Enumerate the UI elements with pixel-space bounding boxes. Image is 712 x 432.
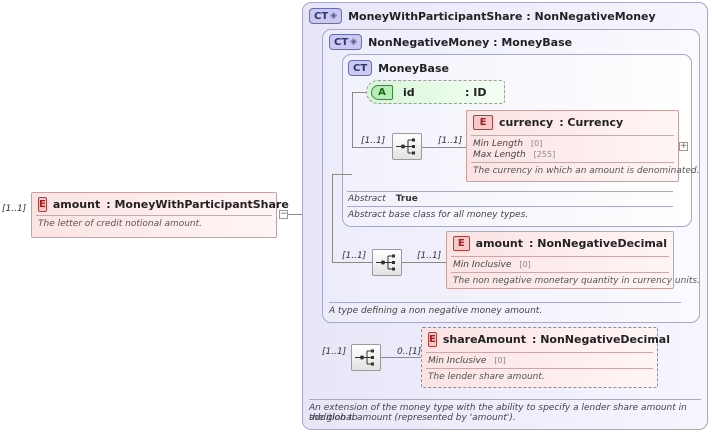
- connector: [352, 92, 353, 147]
- connector: [381, 357, 421, 358]
- element-badge-icon: E: [38, 197, 47, 212]
- attribute-badge-icon: A: [371, 84, 393, 100]
- sequence-multiplicity: [1..1]: [361, 136, 386, 146]
- element-amount-non-negative[interactable]: E amount : NonNegativeDecimal Min Inclus…: [446, 231, 700, 289]
- element-type: : NonNegativeDecimal: [531, 333, 670, 346]
- element-multiplicity: [1..1]: [417, 251, 442, 261]
- divider: [329, 302, 681, 303]
- abstract-label: Abstract: [348, 194, 386, 204]
- complex-type-description-line1: An extension of the money type with the …: [309, 403, 687, 423]
- element-share-amount[interactable]: E shareAmount : NonNegativeDecimal Min I…: [421, 327, 670, 388]
- divider: [426, 352, 653, 353]
- element-currency[interactable]: E currency : Currency Min Length[0] Max …: [466, 110, 700, 182]
- divider: [347, 206, 673, 207]
- connector: [288, 214, 314, 215]
- element-name: shareAmount: [442, 333, 526, 346]
- connector: [352, 147, 392, 148]
- sequence-multiplicity: [1..1]: [322, 347, 347, 357]
- attribute-name: id: [403, 85, 415, 99]
- element-name: amount: [475, 237, 524, 250]
- element-type: : NonNegativeDecimal: [529, 237, 667, 250]
- element-badge-icon: E: [453, 236, 470, 251]
- connector: [332, 262, 372, 263]
- sequence-compositor-icon[interactable]: [372, 249, 402, 276]
- element-description: The lender share amount.: [428, 372, 545, 382]
- divider: [309, 399, 701, 400]
- connector: [332, 174, 333, 262]
- sequence-multiplicity: [1..1]: [342, 251, 367, 261]
- abstract-value: True: [395, 194, 418, 204]
- attribute-type: : ID: [465, 85, 487, 99]
- complex-type-title: MoneyWithParticipantShare : NonNegativeM…: [348, 9, 656, 23]
- complex-type-description: Abstract base class for all money types.: [348, 210, 529, 220]
- element-multiplicity: 0..[1]: [397, 347, 422, 357]
- divider: [451, 256, 669, 257]
- connector: [422, 147, 466, 148]
- facet-min-inclusive: Min Inclusive[0]: [428, 356, 506, 366]
- element-description: The currency in which an amount is denom…: [473, 166, 700, 176]
- element-name: currency: [499, 116, 554, 129]
- facet-max-length: Max Length[255]: [473, 150, 556, 160]
- connector: [332, 174, 352, 175]
- element-badge-icon: E: [473, 115, 493, 130]
- facet-min-length: Min Length[0]: [473, 139, 543, 149]
- element-name: amount: [52, 198, 101, 211]
- element-badge-icon: E: [428, 332, 437, 347]
- attribute-id[interactable]: A id : ID: [366, 80, 505, 104]
- complex-type-title: MoneyBase: [378, 61, 449, 75]
- divider: [451, 272, 669, 273]
- divider: [471, 162, 674, 163]
- complex-type-description: A type defining a non negative money amo…: [329, 306, 543, 316]
- complex-type-extension-icon: CT◈: [329, 34, 363, 50]
- complex-type-extension-icon: CT◈: [309, 8, 343, 24]
- collapse-toggle-icon[interactable]: −: [279, 209, 288, 219]
- root-element-amount[interactable]: E amount : MoneyWithParticipantShare The…: [31, 192, 289, 238]
- element-description: The letter of credit notional amount.: [38, 219, 203, 229]
- divider: [426, 368, 653, 369]
- complex-type-description-line2: the global amount (represented by 'amoun…: [309, 413, 516, 423]
- expand-toggle-icon[interactable]: +: [679, 141, 688, 151]
- complex-type-title: NonNegativeMoney : MoneyBase: [368, 35, 573, 49]
- connector: [402, 262, 446, 263]
- element-multiplicity: [1..1]: [438, 136, 463, 146]
- divider: [471, 135, 674, 136]
- connector: [352, 92, 366, 93]
- element-type: : MoneyWithParticipantShare: [106, 198, 289, 211]
- divider: [347, 191, 673, 192]
- facet-min-inclusive: Min Inclusive[0]: [453, 260, 531, 270]
- sequence-compositor-icon[interactable]: [351, 344, 381, 371]
- root-multiplicity: [1..1]: [2, 204, 27, 214]
- complex-type-icon: CT: [348, 60, 373, 76]
- divider: [36, 215, 272, 216]
- sequence-compositor-icon[interactable]: [392, 133, 422, 160]
- element-type: : Currency: [559, 116, 624, 129]
- element-description: The non negative monetary quantity in cu…: [453, 276, 700, 286]
